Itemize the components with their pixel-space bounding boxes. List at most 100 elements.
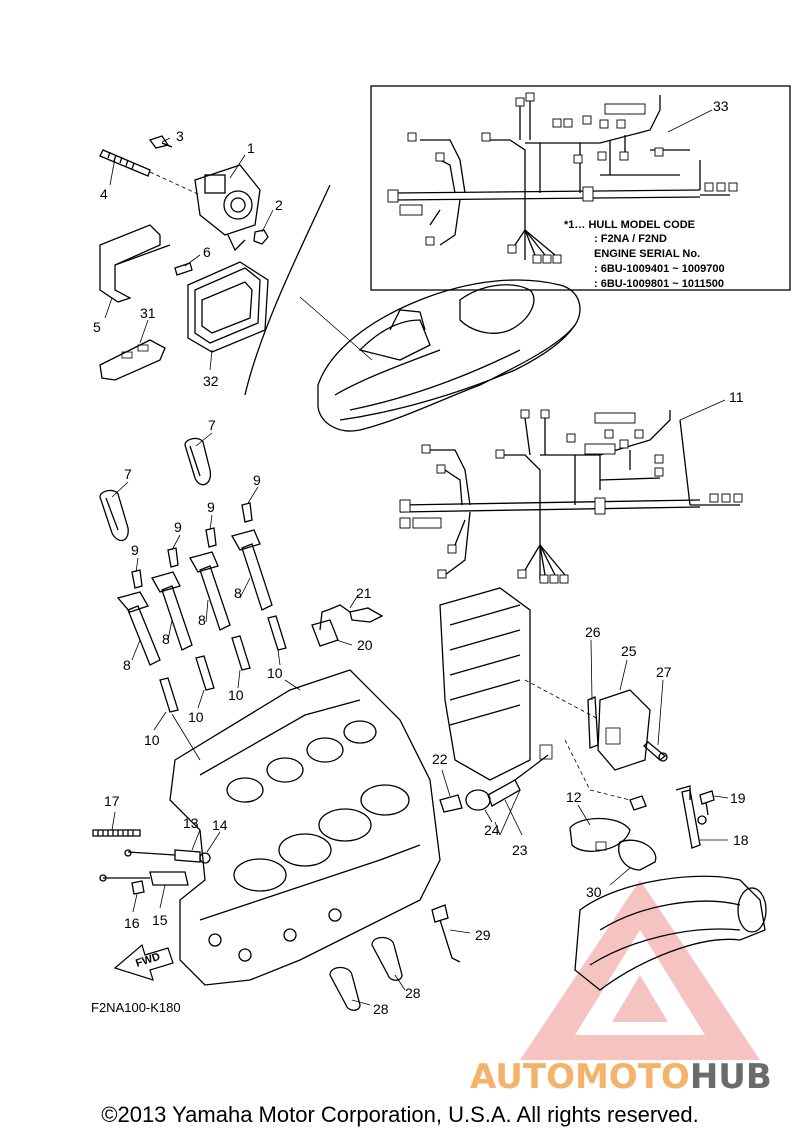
- cover-31: [99, 339, 166, 381]
- callout-17: 17: [104, 793, 120, 809]
- callout-9d: 9: [253, 472, 261, 488]
- cable-tie-29: [431, 904, 461, 963]
- callout-11: 11: [729, 389, 744, 405]
- callout-1: 1: [247, 140, 255, 156]
- strap-28a: [329, 966, 361, 1011]
- callout-3: 3: [176, 128, 184, 144]
- harness-inset-box: [370, 85, 791, 291]
- ecu-32: [187, 261, 269, 353]
- callout-4: 4: [100, 186, 108, 202]
- callout-19: 19: [730, 790, 746, 806]
- note-line-5: : 6BU-1009801 ~ 1011500: [594, 278, 724, 290]
- sensor-15: [99, 871, 189, 886]
- callout-10c: 10: [228, 687, 244, 703]
- callout-10a: 10: [144, 732, 160, 748]
- callout-8a: 8: [123, 657, 131, 673]
- callout-2: 2: [275, 197, 283, 213]
- note-line-2: : F2NA / F2ND: [594, 233, 667, 245]
- callout-30: 30: [586, 884, 602, 900]
- harness-33-connectors: [387, 92, 738, 264]
- ignition-coil-3: [189, 551, 231, 631]
- callout-8d: 8: [234, 585, 242, 601]
- callout-14: 14: [212, 817, 228, 833]
- callout-28b: 28: [405, 985, 421, 1001]
- callout-25: 25: [621, 643, 637, 659]
- leader-lines: [104, 137, 729, 1006]
- stud-bolt-4: [99, 149, 151, 177]
- callout-26: 26: [585, 624, 601, 640]
- callout-15: 15: [152, 912, 168, 928]
- bolt-27: [643, 741, 668, 762]
- section-divider: [244, 184, 331, 396]
- callout-7b: 7: [124, 466, 132, 482]
- watermark-part-1: AUTOMOTO: [470, 1057, 690, 1097]
- callout-23: 23: [512, 842, 528, 858]
- bolt-16: [131, 880, 145, 895]
- strap-12: [569, 817, 631, 852]
- callout-9c: 9: [207, 499, 215, 515]
- engine-block: [169, 669, 441, 986]
- callout-8c: 8: [198, 612, 206, 628]
- callout-7a: 7: [208, 417, 216, 433]
- callout-32: 32: [203, 373, 219, 389]
- nut-2: [253, 229, 269, 245]
- clamp-7b: [99, 489, 129, 542]
- bracket-clip: [629, 795, 647, 811]
- note-line-3: ENGINE SERIAL No.: [594, 248, 700, 260]
- screw-3: [148, 135, 173, 149]
- module-25: [597, 689, 651, 771]
- spring-17: [92, 829, 141, 837]
- callout-9a: 9: [131, 542, 139, 558]
- callout-18: 18: [733, 832, 749, 848]
- callout-29: 29: [475, 927, 491, 943]
- seal-26: [587, 696, 599, 749]
- note-line-1: *1… HULL MODEL CODE: [564, 219, 695, 231]
- copyright-footer: ©2013 Yamaha Motor Corporation, U.S.A. A…: [101, 1102, 699, 1127]
- sensor-13: [124, 849, 201, 863]
- callout-6: 6: [203, 244, 211, 260]
- throttle-body: [194, 164, 261, 252]
- fwd-arrow: FWD: [113, 943, 174, 981]
- callout-9b: 9: [174, 519, 182, 535]
- diagram-code: F2NA100-K180: [91, 1000, 181, 1015]
- harness-11-connectors: [399, 409, 743, 584]
- watermark-text: AUTOMOTOHUB: [470, 1057, 772, 1097]
- callout-28a: 28: [373, 1001, 389, 1017]
- bolt-19: [699, 790, 715, 816]
- sensor-20: [311, 609, 339, 647]
- spark-plugs: [159, 615, 287, 713]
- washer-14: [199, 852, 211, 864]
- callout-21: 21: [356, 585, 372, 601]
- screw-6: [174, 262, 193, 276]
- band-30: [618, 839, 657, 871]
- strap-28b: [371, 936, 403, 981]
- callout-27: 27: [656, 664, 672, 680]
- callout-22: 22: [432, 751, 448, 767]
- watermark-part-2: HUB: [690, 1057, 772, 1097]
- watercraft-hull: [317, 279, 581, 432]
- clamp-7a: [184, 437, 212, 486]
- wire-harness-11: [399, 410, 740, 580]
- exhaust-manifold: [574, 875, 767, 991]
- note-line-4: : 6BU-1009401 ~ 1009700: [594, 263, 725, 275]
- callout-13: 13: [183, 815, 199, 831]
- coil-bolts: [131, 502, 253, 589]
- bracket-5: [99, 224, 171, 303]
- ignition-coil-4: [231, 529, 273, 611]
- callout-10d: 10: [267, 665, 283, 681]
- watermark-logo: [520, 880, 760, 1060]
- sensor-22: [439, 794, 463, 813]
- callout-31: 31: [140, 305, 156, 321]
- wire-harness-33: [394, 95, 730, 260]
- ignition-coil-1: [116, 591, 161, 666]
- sensor-18: [675, 785, 707, 849]
- callout-24: 24: [484, 822, 500, 838]
- callout-5: 5: [93, 319, 101, 335]
- callout-10b: 10: [188, 709, 204, 725]
- callout-33: 33: [713, 98, 729, 114]
- callout-12: 12: [566, 789, 582, 805]
- callout-20: 20: [357, 637, 373, 653]
- crankcase-rear: [439, 587, 531, 781]
- sensor-24: [465, 744, 553, 811]
